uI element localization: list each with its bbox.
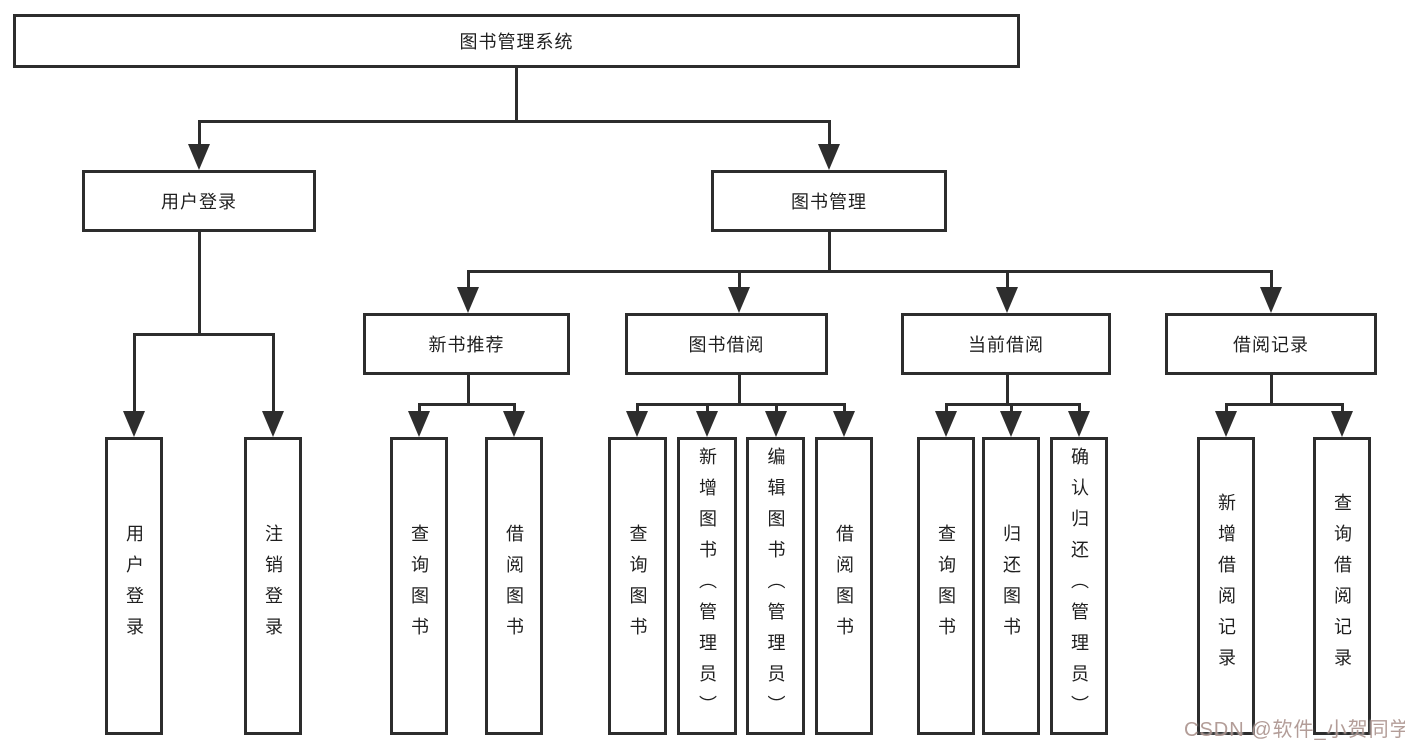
node-label: 新增图书（管理员） xyxy=(697,446,717,726)
arrowhead-down-icon xyxy=(1260,287,1282,313)
node-label: 图书管理系统 xyxy=(459,32,574,52)
connector-line xyxy=(636,403,639,415)
node-current-borrowing: 当前借阅 xyxy=(901,313,1111,375)
arrowhead-down-icon xyxy=(1215,411,1237,437)
connector-line xyxy=(1225,403,1228,415)
leaf-borrowing-add-books-admin: 新增图书（管理员） xyxy=(677,437,737,735)
node-user-login: 用户登录 xyxy=(82,170,316,232)
connector-line xyxy=(1010,403,1013,415)
node-label: 借阅图书 xyxy=(834,524,854,648)
node-borrowing-records: 借阅记录 xyxy=(1165,313,1377,375)
connector-line xyxy=(1270,270,1273,292)
node-label: 当前借阅 xyxy=(968,335,1044,355)
connector-line xyxy=(706,403,709,415)
arrowhead-down-icon xyxy=(626,411,648,437)
leaf-current-return-books: 归还图书 xyxy=(982,437,1040,735)
node-label: 查询图书 xyxy=(627,524,648,648)
arrowhead-down-icon xyxy=(188,144,210,170)
leaf-current-query-books: 查询图书 xyxy=(917,437,975,735)
arrowhead-down-icon xyxy=(1331,411,1353,437)
arrowhead-down-icon xyxy=(408,411,430,437)
connector-line xyxy=(467,270,470,292)
node-label: 借阅记录 xyxy=(1233,335,1309,355)
connector-line xyxy=(272,333,275,415)
node-new-book-recommend: 新书推荐 xyxy=(363,313,570,375)
leaf-borrowing-edit-books-admin: 编辑图书（管理员） xyxy=(746,437,805,735)
connector-line xyxy=(1078,403,1081,415)
csdn-watermark: CSDN @软件_小贺同学 xyxy=(1184,719,1405,741)
arrowhead-down-icon xyxy=(833,411,855,437)
arrowhead-down-icon xyxy=(696,411,718,437)
leaf-records-query-record: 查询借阅记录 xyxy=(1313,437,1371,735)
connector-line xyxy=(636,403,846,406)
connector-line xyxy=(1225,403,1344,406)
node-label: 归还图书 xyxy=(1001,524,1021,648)
node-label: 查询借阅记录 xyxy=(1332,493,1352,679)
node-label: 确认归还（管理员） xyxy=(1069,446,1089,726)
connector-line xyxy=(467,270,1273,273)
node-label: 查询图书 xyxy=(936,524,956,648)
arrowhead-down-icon xyxy=(1068,411,1090,437)
connector-line xyxy=(843,403,846,415)
node-label: 查询图书 xyxy=(409,524,429,648)
node-label: 用户登录 xyxy=(161,192,237,212)
arrowhead-down-icon xyxy=(818,144,840,170)
arrowhead-down-icon xyxy=(503,411,525,437)
connector-line xyxy=(1341,403,1344,415)
arrowhead-down-icon xyxy=(996,287,1018,313)
leaf-records-add-record: 新增借阅记录 xyxy=(1197,437,1255,735)
connector-line xyxy=(513,403,516,415)
node-label: 图书借阅 xyxy=(688,335,765,355)
leaf-borrowing-query-books: 查询图书 xyxy=(608,437,667,735)
leaf-borrowing-borrow-books: 借阅图书 xyxy=(815,437,873,735)
arrowhead-down-icon xyxy=(935,411,957,437)
connector-line xyxy=(945,403,948,415)
connector-line xyxy=(198,232,201,335)
node-label: 编辑图书（管理员） xyxy=(765,446,786,726)
connector-line xyxy=(775,403,778,415)
connector-line xyxy=(828,232,831,272)
node-label: 图书管理 xyxy=(791,192,867,212)
node-book-management: 图书管理 xyxy=(711,170,947,232)
connector-line xyxy=(198,120,201,150)
node-label: 用户登录 xyxy=(124,524,144,648)
node-root-system: 图书管理系统 xyxy=(13,14,1020,68)
connector-line xyxy=(945,403,1081,406)
arrowhead-down-icon xyxy=(765,411,787,437)
node-label: 注销登录 xyxy=(263,524,283,648)
connector-line xyxy=(133,333,136,415)
leaf-recommend-borrow-books: 借阅图书 xyxy=(485,437,543,735)
leaf-current-confirm-return-admin: 确认归还（管理员） xyxy=(1050,437,1108,735)
arrowhead-down-icon xyxy=(123,411,145,437)
connector-line xyxy=(467,375,470,405)
connector-line xyxy=(1270,375,1273,405)
node-label: 新增借阅记录 xyxy=(1216,493,1236,679)
node-book-borrowing: 图书借阅 xyxy=(625,313,828,375)
connector-line xyxy=(515,68,518,122)
connector-line xyxy=(198,120,831,123)
connector-line xyxy=(418,403,516,406)
arrowhead-down-icon xyxy=(1000,411,1022,437)
arrowhead-down-icon xyxy=(457,287,479,313)
connector-line xyxy=(738,375,741,405)
connector-line xyxy=(828,120,831,150)
leaf-user-login: 用户登录 xyxy=(105,437,163,735)
leaf-recommend-query-books: 查询图书 xyxy=(390,437,448,735)
leaf-logout: 注销登录 xyxy=(244,437,302,735)
connector-line xyxy=(418,403,421,415)
connector-line xyxy=(738,270,741,292)
connector-line xyxy=(1006,375,1009,405)
arrowhead-down-icon xyxy=(262,411,284,437)
node-label: 新书推荐 xyxy=(428,335,505,355)
connector-line xyxy=(133,333,274,336)
connector-line xyxy=(1006,270,1009,292)
node-label: 借阅图书 xyxy=(504,524,524,648)
arrowhead-down-icon xyxy=(728,287,750,313)
